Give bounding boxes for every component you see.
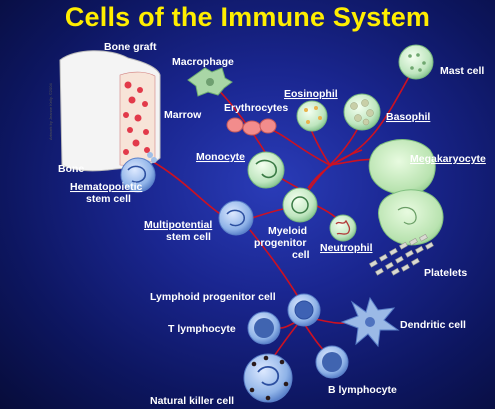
- label-platelets: Platelets: [424, 267, 467, 279]
- basophil-cell: [343, 93, 381, 131]
- label-myeloid-line1: Myeloid: [268, 225, 307, 237]
- eosinophil-cell: [296, 100, 328, 132]
- page-title: Cells of the Immune System: [64, 2, 431, 32]
- platelets-cluster: [368, 233, 434, 276]
- bone-graft-illustration: Artwork by Jeanne Kelly. ©2004: [48, 50, 161, 172]
- label-macrophage: Macrophage: [172, 56, 234, 68]
- label-mast-cell: Mast cell: [440, 65, 484, 77]
- b-lymphocyte-cell: [315, 345, 349, 379]
- label-bone-graft: Bone graft: [104, 41, 157, 53]
- label-myeloid-line3: cell: [292, 249, 310, 261]
- label-marrow: Marrow: [164, 109, 202, 121]
- label-natural-killer-cell: Natural killer cell: [150, 395, 234, 407]
- t-lymphocyte-cell: [247, 311, 281, 345]
- macrophage-cell: [187, 67, 233, 97]
- label-b-lymphocyte: B lymphocyte: [328, 384, 397, 396]
- natural-killer-cell: [243, 353, 293, 403]
- label-multipotential-line2: stem cell: [166, 231, 211, 243]
- label-multipotential-line1: Multipotential: [144, 219, 212, 231]
- megakaryocyte-cells: [368, 139, 444, 246]
- label-hematopoietic-line2: stem cell: [86, 193, 131, 205]
- lymphoid-progenitor-cell: [287, 293, 321, 327]
- label-eosinophil: Eosinophil: [284, 88, 338, 100]
- multipotential-stem-cell: [218, 200, 254, 236]
- hematopoietic-stem-cell: [120, 157, 156, 193]
- labels: Bone graft Marrow Bone Hematopoietic ste…: [58, 41, 486, 407]
- neutrophil-cell: [329, 214, 357, 242]
- label-basophil: Basophil: [386, 111, 430, 123]
- monocyte-cell: [247, 151, 285, 189]
- label-erythrocytes: Erythrocytes: [224, 102, 288, 114]
- erythrocytes-cells: [226, 117, 277, 136]
- label-bone: Bone: [58, 163, 84, 175]
- label-myeloid-line2: progenitor: [254, 237, 307, 249]
- myeloid-progenitor-cell: [282, 187, 318, 223]
- dendritic-cell: [340, 296, 400, 348]
- mast-cell: [398, 44, 434, 80]
- label-neutrophil: Neutrophil: [320, 242, 373, 254]
- label-megakaryocyte: Megakaryocyte: [410, 153, 486, 165]
- label-lymphoid-progenitor: Lymphoid progenitor cell: [150, 291, 276, 303]
- label-monocyte: Monocyte: [196, 151, 245, 163]
- label-dendritic-cell: Dendritic cell: [400, 319, 466, 331]
- label-t-lymphocyte: T lymphocyte: [168, 323, 236, 335]
- label-hematopoietic-line1: Hematopoietic: [70, 181, 143, 193]
- artwork-credit: Artwork by Jeanne Kelly. ©2004: [48, 83, 53, 140]
